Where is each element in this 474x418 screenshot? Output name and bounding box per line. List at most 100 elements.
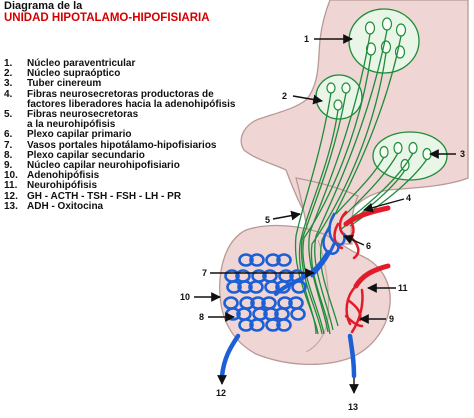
legend-text: ADH - Oxitocina	[27, 200, 104, 212]
legend-text: Núcleo paraventricular	[27, 58, 136, 69]
capillary-loop	[276, 253, 292, 267]
legend-number: 5.	[4, 109, 13, 121]
legend-text: Núcleo capilar neurohipofisiario	[27, 160, 180, 172]
legend-item-7: 7.Vasos portales hipotálamo-hipofisiario…	[4, 139, 235, 151]
callout-arrows	[194, 34, 456, 394]
neurosecretory-fiber	[310, 52, 387, 335]
neuron-body	[408, 141, 418, 155]
legend-number: 4.	[4, 88, 13, 100]
callout-label-9: 9	[389, 314, 394, 324]
neuron-body	[381, 17, 393, 31]
callout-label-11: 11	[398, 283, 408, 293]
neuron-body	[364, 21, 376, 35]
legend-number: 12.	[4, 190, 18, 202]
legend-text: Fibras neurosecretoras	[27, 109, 139, 121]
legend-item-8: 8.Plexo capilar secundario	[4, 149, 235, 161]
legend-item-11: 11.Neurohipófisis	[4, 181, 235, 191]
callout-arrow-6	[343, 235, 365, 246]
legend-number: 13.	[4, 200, 18, 212]
legend-number: 6.	[4, 129, 13, 141]
neuron-cell-bodies	[326, 17, 432, 172]
capillary-loop	[237, 280, 253, 294]
callout-label-1: 1	[304, 34, 309, 44]
legend-item-9: 9. Núcleo capilar neurohipofisiario	[4, 160, 235, 172]
legend-text: Adenohipófisis	[27, 170, 100, 182]
callout-arrow-4	[363, 198, 405, 213]
legend-item-3: 3. Tuber cinereum	[4, 79, 235, 89]
legend-number: 3.	[4, 78, 13, 90]
capillary-loop	[275, 280, 291, 294]
neurosecretory-fiber	[298, 109, 339, 335]
superior-hypophyseal-artery	[343, 205, 391, 227]
legend-text: Fibras neurosecretoras productoras de	[27, 88, 214, 100]
capillary-loop	[248, 280, 264, 294]
legend-list: 1. Núcleo paraventricular 2. Núcleo supraó…	[4, 58, 236, 212]
neuron-body	[422, 147, 432, 161]
neuron-body	[341, 82, 351, 94]
legend-item-4-continued: factores liberadores hacia la adenohipóf…	[4, 98, 236, 110]
legend-item-4: 4. Fibras neurosecretoras productoras de	[4, 88, 235, 100]
legend-number: 2.	[4, 68, 13, 80]
legend-item-12: 12. GH - ACTH - TSH - FSH - LH - PR	[4, 190, 235, 202]
releasing-factor-fiber	[349, 158, 428, 227]
releasing-factor-fiber	[335, 156, 385, 215]
inferior-hypophyseal-artery	[353, 263, 391, 289]
header-line-1: Diagrama de la	[4, 0, 83, 12]
callout-label-12: 12	[216, 388, 226, 398]
callout-label-13: 13	[348, 402, 358, 412]
releasing-factor-fiber	[345, 152, 414, 223]
callout-arrow-5	[272, 210, 301, 221]
diagram-title: UNIDAD HIPOTALAMO-HIPOFISIARIA	[4, 12, 210, 24]
callout-label-2: 2	[282, 91, 287, 101]
legend-text: Plexo capilar primario	[27, 129, 132, 141]
callout-label-7: 7	[202, 268, 207, 278]
venous-drainage-neurohypophysis	[347, 333, 357, 379]
neurohypophyseal-capillary	[345, 284, 358, 326]
tuber-cinereum-nucleus	[372, 131, 448, 181]
legend-number: 9.	[4, 160, 13, 172]
capillary-loop	[249, 318, 265, 332]
neurosecretory-fiber	[294, 92, 332, 335]
legend-text: Plexo capilar secundario	[27, 149, 145, 161]
capillary-loop	[265, 253, 281, 267]
legend-number: 1.	[4, 58, 13, 69]
legend-item-5: 5. Fibras neurosecretoras	[4, 109, 235, 121]
capillary-loop	[276, 318, 292, 332]
callout-arrow-2	[292, 94, 323, 105]
capillary-loop	[249, 253, 265, 267]
legend-item-6: 6. Plexo capilar primario	[4, 130, 235, 140]
releasing-factor-fiber	[341, 152, 399, 219]
neuron-body	[393, 141, 403, 155]
legend-item-5-continued: a la neurohipófisis	[4, 120, 235, 130]
legend-text: Tuber cinereum	[27, 78, 102, 90]
neuron-body	[379, 145, 389, 159]
legend-item-1: 1. Núcleo paraventricular	[4, 58, 235, 69]
callout-label-8: 8	[199, 312, 204, 322]
legend-text: GH - ACTH - TSH - FSH - LH - PR	[27, 190, 182, 202]
primary-plexus-loop	[333, 222, 344, 250]
legend-text: factores liberadores hacia la adenohipóf…	[27, 98, 236, 110]
legend-item-10: 10. Adenohipófisis	[4, 171, 235, 181]
venous-drainage-adenohypophysis	[219, 333, 241, 379]
legend-text: Neurohipófisis	[27, 180, 98, 192]
capillary-loop	[238, 253, 254, 267]
neurohypophyseal-capillary	[350, 288, 364, 334]
capillary-loop	[265, 318, 281, 332]
legend-number: 10.	[4, 170, 18, 182]
callout-label-3: 3	[460, 149, 465, 159]
capillary-loop	[264, 280, 280, 294]
callout-labels: 1 2 3 4 5 6 7 8 9 10 11 12 13	[180, 34, 465, 412]
neuron-body	[333, 99, 343, 111]
legend-text: Vasos portales hipotálamo-hipofisiarios	[27, 139, 217, 151]
legend-text: a la neurohipófisis	[27, 119, 116, 131]
fibers-to-neurohypophysis	[294, 29, 402, 335]
legend-item-13: 13. ADH - Oxitocina	[4, 200, 235, 212]
neurosecretory-fiber	[314, 29, 388, 331]
capillary-loop	[290, 307, 306, 321]
callout-label-10: 10	[180, 292, 190, 302]
legend-text: Núcleo supraóptico	[27, 68, 121, 80]
callout-label-4: 4	[406, 193, 411, 203]
neurosecretory-fiber	[302, 54, 372, 335]
neuron-body	[326, 82, 336, 94]
